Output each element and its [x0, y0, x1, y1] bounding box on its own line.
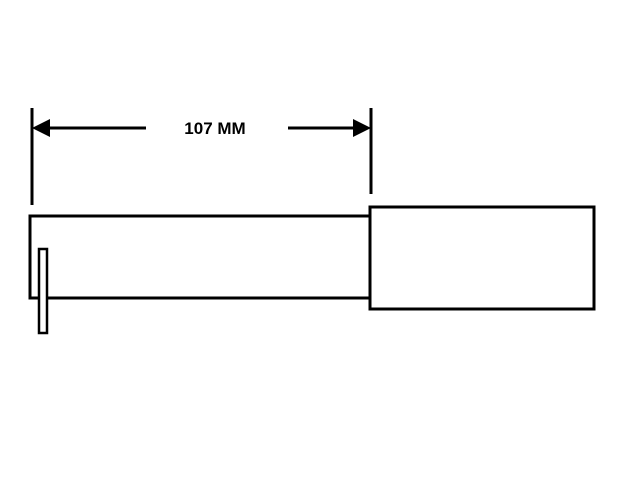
- right-dimension-arrow: [288, 119, 371, 137]
- pin: [37, 247, 49, 335]
- shaft: [28, 214, 373, 300]
- left-dimension-arrow: [32, 119, 146, 137]
- handle-block: [368, 205, 596, 311]
- dimension-label: 107 MM: [184, 119, 245, 138]
